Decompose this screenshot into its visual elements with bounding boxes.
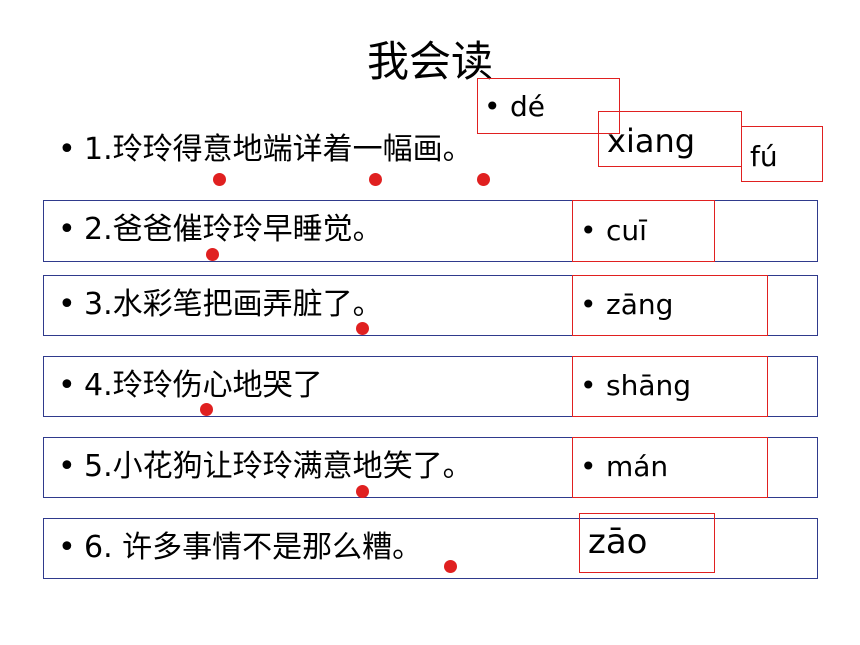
marker-dot (200, 403, 213, 416)
pinyin-box-shang (572, 356, 768, 417)
sentence-4: •4.玲玲伤心地哭了 (58, 366, 323, 406)
bullet: • (58, 368, 76, 403)
marker-dot (213, 173, 226, 186)
pinyin-box-cui (572, 200, 715, 262)
sentence-row-5 (43, 437, 818, 498)
pinyin-man: •mán (580, 450, 669, 483)
pinyin-box-zao (579, 513, 715, 573)
marker-dot (477, 173, 490, 186)
pinyin-box-zang (572, 275, 768, 336)
sentence-6: •6. 许多事情不是那么糟。 (58, 528, 422, 568)
bullet: • (58, 449, 76, 484)
sentence-2: •2.爸爸催玲玲早睡觉。 (58, 210, 383, 250)
marker-dot (444, 560, 457, 573)
page-title: 我会读 (366, 37, 493, 86)
pinyin-xiang: xiang (607, 122, 696, 160)
marker-dot (369, 173, 382, 186)
bullet: • (58, 530, 76, 565)
sentence-text: 6. 许多事情不是那么糟。 (84, 530, 423, 565)
sentence-1: •1.玲玲得意地端详着一幅画。 (58, 130, 473, 170)
pinyin-shang: •shāng (580, 369, 692, 402)
pinyin-box-de (477, 78, 620, 134)
marker-dot (356, 485, 369, 498)
bullet: • (58, 287, 76, 322)
marker-dot (206, 248, 219, 261)
pinyin-zao: zāo (588, 522, 648, 562)
sentence-text: 5.小花狗让玲玲满意地笑了。 (84, 449, 473, 484)
pinyin-de: •dé (484, 90, 545, 123)
sentence-3: •3.水彩笔把画弄脏了。 (58, 285, 383, 325)
bullet: • (58, 212, 76, 247)
bullet: • (58, 132, 76, 167)
sentence-text: 3.水彩笔把画弄脏了。 (84, 287, 383, 322)
pinyin-fu: fú (750, 140, 778, 173)
pinyin-cui: •cuī (580, 214, 647, 247)
sentence-text: 2.爸爸催玲玲早睡觉。 (84, 212, 383, 247)
sentence-row-3 (43, 275, 818, 336)
sentence-text: 4.玲玲伤心地哭了 (84, 368, 323, 403)
sentence-text: 1.玲玲得意地端详着一幅画。 (84, 132, 473, 167)
sentence-5: •5.小花狗让玲玲满意地笑了。 (58, 447, 473, 487)
sentence-row-4 (43, 356, 818, 417)
pinyin-box-fu (741, 126, 823, 182)
marker-dot (356, 322, 369, 335)
pinyin-zang: •zāng (580, 288, 674, 321)
pinyin-box-man (572, 437, 768, 498)
sentence-row-2 (43, 200, 818, 262)
sentence-row-6 (43, 518, 818, 579)
